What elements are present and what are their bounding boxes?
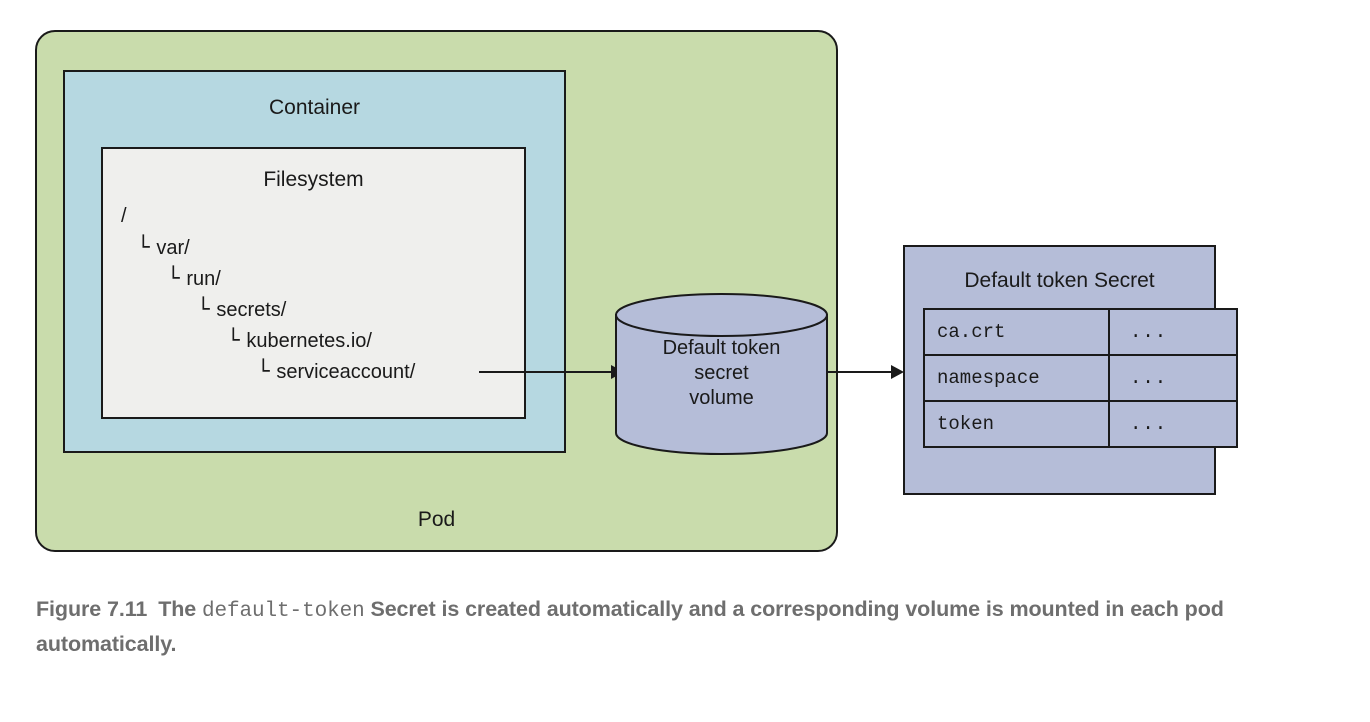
table-row: token... [923,400,1238,448]
tree-branch-icon: └ [227,328,247,352]
secret-table: ca.crt...namespace...token... [923,308,1238,448]
secret-key-cell: ca.crt [923,308,1110,356]
filesystem-box: Filesystem /└ var/└ run/└ secrets/└ kube… [101,147,526,419]
file-tree: /└ var/└ run/└ secrets/└ kubernetes.io/└… [121,201,415,387]
table-row: ca.crt... [923,308,1238,356]
secret-title: Default token Secret [964,269,1155,292]
pod-label: Pod [417,508,456,531]
file-tree-node: └ kubernetes.io/ [121,325,415,356]
figure-caption: Figure 7.11 The default-token Secret is c… [36,593,1226,660]
file-tree-node: └ run/ [121,263,415,294]
file-tree-node: └ var/ [121,232,415,263]
tree-branch-icon: └ [257,359,277,383]
file-tree-node-label: var/ [156,237,190,259]
secret-value-cell: ... [1108,400,1238,448]
secret-value-cell: ... [1108,354,1238,402]
filesystem-label: Filesystem [263,168,364,191]
arrow-filesystem-to-volume-icon [479,365,624,379]
secret-key-cell: token [923,400,1110,448]
file-tree-node-label: kubernetes.io/ [246,330,372,352]
tree-branch-icon: └ [167,266,187,290]
secret-key-cell: namespace [923,354,1110,402]
caption-part-1: The [158,597,197,621]
file-tree-node: └ serviceaccount/ [121,356,415,387]
file-tree-node-label: serviceaccount/ [276,361,416,383]
tree-branch-icon: └ [197,297,217,321]
volume-cylinder [615,293,828,455]
file-tree-node: / [121,201,415,232]
table-row: namespace... [923,354,1238,402]
file-tree-node-label: run/ [186,268,221,290]
container-label: Container [268,96,361,119]
caption-part-2: Secret is created automatically and a co… [36,597,1224,656]
arrow-volume-to-secret-icon [826,365,904,379]
caption-code-token: default-token [202,600,365,623]
secret-value-cell: ... [1108,308,1238,356]
tree-branch-icon: └ [137,235,157,259]
secret-box: Default token Secret ca.crt...namespace.… [903,245,1238,495]
file-tree-node: └ secrets/ [121,294,415,325]
file-tree-node-label: secrets/ [216,299,287,321]
figure-number: Figure 7.11 [36,597,148,621]
file-tree-node-label: / [121,205,127,227]
